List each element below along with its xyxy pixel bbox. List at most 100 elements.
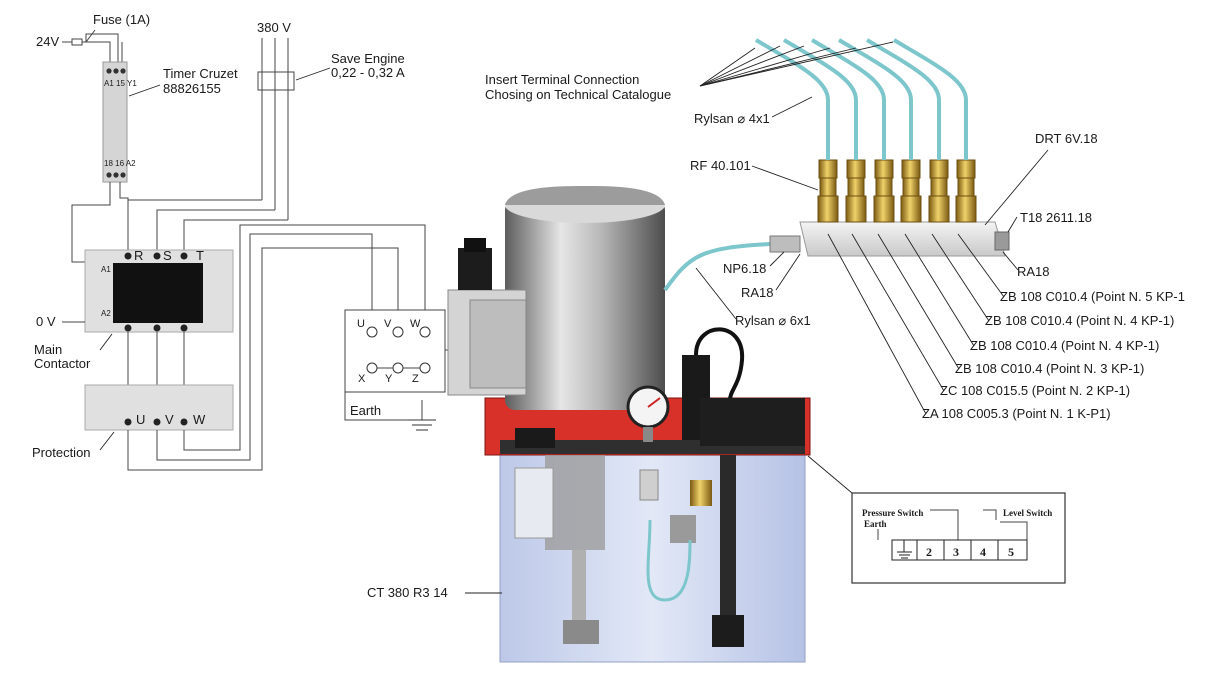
fitting-base (955, 195, 977, 223)
fitting-base (900, 195, 922, 223)
motor-housing (505, 200, 665, 410)
pump-model-label: CT 380 R3 14 (367, 585, 448, 600)
fitting-body (847, 177, 865, 197)
output-tube (782, 38, 858, 160)
zero-volt-label: 0 V (36, 314, 56, 329)
motor-term-y: Y (385, 373, 393, 385)
protection-label: Protection (32, 445, 91, 460)
tubes-group (754, 38, 968, 160)
timer-relay: A1 15 Y1 18 16 A2 Timer Cruzet 88826155 (102, 61, 238, 183)
electrical-box (700, 398, 805, 446)
fitting-nut (929, 159, 949, 179)
insert-terminal-label-2: Chosing on Technical Catalogue (485, 87, 671, 102)
save-engine-range: 0,22 - 0,32 A (331, 65, 405, 80)
fitting-body (902, 177, 920, 197)
motor-term-w: W (410, 318, 421, 330)
terminal-2: 2 (926, 545, 932, 559)
fitting-body (930, 177, 948, 197)
timer-top-terms: A1 15 Y1 (104, 79, 137, 88)
terminal-box-inset: Pressure Switch Earth Level Switch 2 3 4… (807, 455, 1066, 584)
level-switch-label: Level Switch (1003, 508, 1052, 518)
fitting-nut (901, 159, 921, 179)
contactor-term-t: T (196, 248, 204, 263)
fittings-group (817, 159, 977, 223)
point-label: ZC 108 C015.5 (Point N. 2 KP-1) (940, 383, 1130, 398)
earth-symbol: Earth (344, 392, 436, 431)
main-outlet-tube (663, 242, 771, 292)
motor-term-z: Z (412, 373, 419, 385)
point-label: ZB 108 C010.4 (Point N. 4 KP-1) (985, 313, 1174, 328)
point-label: ZB 108 C010.4 (Point N. 3 KP-1) (955, 361, 1144, 376)
timer-bottom-terms: 18 16 A2 (104, 159, 136, 168)
rylsan-6-label: Rylsan ⌀ 6x1 (735, 313, 811, 328)
cable-gland (458, 248, 492, 290)
ra18-right-label: RA18 (1017, 264, 1050, 279)
protection-relay: U V W Protection (32, 384, 234, 460)
point-leader (957, 233, 1005, 298)
fitting-nut (956, 159, 976, 179)
motor-term-x: X (358, 373, 366, 385)
earth-label: Earth (350, 403, 381, 418)
fitting-base (845, 195, 867, 223)
fitting-base (873, 195, 895, 223)
point-label: ZA 108 C005.3 (Point N. 1 K-P1) (922, 406, 1111, 421)
supply-24v-label: 24V (36, 34, 59, 49)
point-leader (877, 233, 960, 370)
terminal-4: 4 (980, 545, 986, 559)
fuse-label: Fuse (1A) (93, 12, 150, 27)
contactor-a1: A1 (101, 265, 111, 274)
output-tube (865, 38, 941, 160)
motor-term-v: V (384, 318, 392, 330)
inset-earth-label: Earth (864, 519, 887, 529)
output-tube (892, 38, 968, 160)
point-label: ZB 108 C010.4 (Point N. 4 KP-1) (970, 338, 1159, 353)
terminal-3: 3 (953, 545, 959, 559)
rf-label: RF 40.101 (690, 158, 751, 173)
distribution-block (769, 221, 1010, 257)
pump-unit (447, 185, 811, 663)
main-contactor-label-2: Contactor (34, 356, 91, 371)
timer-code: 88826155 (163, 81, 221, 96)
np-fitting (769, 235, 801, 253)
fitting-body (957, 177, 975, 197)
fitting-nut (818, 159, 838, 179)
contactor-term-s: S (163, 248, 172, 263)
three-phase-feed: 380 V Save Engine 0,22 - 0,32 A (128, 20, 405, 258)
contactor-term-r: R (134, 248, 143, 263)
motor-term-u: U (357, 318, 365, 330)
main-contactor-label-1: Main (34, 342, 62, 357)
main-contactor: R S T A1 A2 0 V Main Contactor (34, 248, 234, 371)
distribution-labels: Insert Terminal Connection Chosing on Te… (485, 41, 1098, 328)
output-tube (754, 38, 830, 160)
timer-name: Timer Cruzet (163, 66, 238, 81)
t18-label: T18 2611.18 (1020, 210, 1092, 225)
pressure-switch-label: Pressure Switch (862, 508, 923, 518)
end-plug (994, 231, 1010, 251)
point-labels-group: ZB 108 C010.4 (Point N. 5 KP-1 ZB 108 C01… (827, 233, 1185, 421)
np-label: NP6.18 (723, 261, 766, 276)
point-leader (851, 233, 945, 392)
fitting-body (875, 177, 893, 197)
point-leader (827, 233, 927, 415)
supply-380v-label: 380 V (257, 20, 291, 35)
insert-terminal-label-1: Insert Terminal Connection (485, 72, 639, 87)
fuse: Fuse (1A) 24V (36, 12, 150, 62)
save-engine-label: Save Engine (331, 51, 405, 66)
fitting-nut (874, 159, 894, 179)
protection-term-w: W (193, 412, 206, 427)
filler-cap (515, 428, 555, 448)
point-label: ZB 108 C010.4 (Point N. 5 KP-1 (1000, 289, 1185, 304)
point-leader (931, 233, 990, 322)
fitting-nut (846, 159, 866, 179)
rylsan-4-label: Rylsan ⌀ 4x1 (694, 111, 770, 126)
drt-label: DRT 6V.18 (1035, 131, 1098, 146)
ra18-left-label: RA18 (741, 285, 774, 300)
fitting-body (819, 177, 837, 197)
fitting-base (817, 195, 839, 223)
point-leader (904, 233, 975, 347)
protection-term-v: V (165, 412, 174, 427)
contactor-a2: A2 (101, 309, 111, 318)
protection-term-u: U (136, 412, 145, 427)
